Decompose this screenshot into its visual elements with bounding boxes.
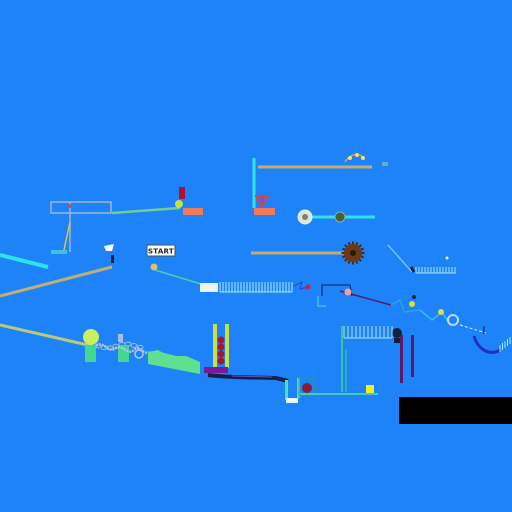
green-hook bbox=[317, 296, 326, 307]
start-button[interactable]: START bbox=[146, 244, 176, 257]
yellow-dot-1 bbox=[409, 301, 415, 307]
yellow-dot-2 bbox=[438, 309, 444, 315]
black-ball[interactable] bbox=[392, 328, 402, 338]
black-dot bbox=[412, 295, 416, 299]
comb-track-mid bbox=[343, 326, 393, 339]
comb-track-center bbox=[219, 282, 293, 293]
cyan-ramp-left bbox=[0, 253, 49, 269]
orange-platform-center bbox=[254, 208, 275, 215]
blue-zigzag-right bbox=[390, 298, 421, 313]
white-wheel-hub bbox=[302, 214, 308, 220]
blue-wave bbox=[419, 309, 451, 326]
start-ball[interactable] bbox=[150, 263, 158, 271]
purple-dot bbox=[259, 197, 265, 203]
tan-ramp-left bbox=[0, 265, 113, 298]
red-triangle bbox=[254, 195, 270, 208]
gold-bead-2 bbox=[355, 153, 359, 157]
tan-ramp-lower bbox=[0, 323, 93, 348]
ball-tube bbox=[204, 324, 229, 373]
dark-wheel[interactable] bbox=[334, 211, 346, 223]
navy-rail bbox=[207, 373, 289, 383]
purple-pipe-2 bbox=[411, 335, 414, 377]
gold-bead-1 bbox=[348, 156, 352, 160]
purple-pipe-1 bbox=[400, 335, 403, 383]
green-ramp-upper bbox=[111, 206, 181, 215]
white-cup bbox=[104, 244, 114, 251]
green-pillar-1 bbox=[85, 345, 96, 362]
teal-ramp-start bbox=[154, 269, 205, 286]
red-dot bbox=[305, 284, 311, 290]
green-slide-mound bbox=[148, 350, 200, 374]
small-star bbox=[445, 256, 449, 260]
grey-ring bbox=[447, 314, 459, 326]
ball-cage bbox=[298, 377, 315, 396]
dashed-line bbox=[459, 324, 487, 334]
pendulum-frame bbox=[50, 201, 112, 254]
small-tab bbox=[382, 162, 388, 166]
small-ring bbox=[134, 349, 144, 359]
green-pillar-2 bbox=[118, 345, 129, 362]
wavy-chain bbox=[95, 343, 151, 355]
yellow-target[interactable] bbox=[366, 385, 374, 393]
orange-platform-left bbox=[183, 208, 203, 215]
blue-zigzag bbox=[293, 280, 309, 290]
black-stand bbox=[394, 338, 400, 343]
lever-knob[interactable] bbox=[409, 266, 416, 273]
blue-ramp-right bbox=[387, 244, 413, 273]
black-block bbox=[399, 397, 512, 424]
blue-crescent bbox=[472, 335, 501, 354]
dark-gear[interactable] bbox=[341, 241, 365, 265]
red-block bbox=[179, 187, 185, 199]
comb-track-right bbox=[415, 267, 456, 274]
yellow-ball-upper[interactable] bbox=[175, 200, 183, 208]
navy-rail-highlight bbox=[231, 375, 273, 378]
start-label: START bbox=[148, 248, 174, 256]
small-post bbox=[111, 255, 114, 263]
maroon-ball[interactable] bbox=[302, 383, 312, 393]
pink-ball[interactable] bbox=[344, 288, 352, 296]
yellow-ball-large[interactable] bbox=[83, 329, 99, 345]
comb-track-edge bbox=[499, 337, 511, 352]
gold-bead-3 bbox=[361, 156, 365, 160]
grey-peg bbox=[118, 334, 123, 342]
white-block bbox=[200, 283, 218, 292]
